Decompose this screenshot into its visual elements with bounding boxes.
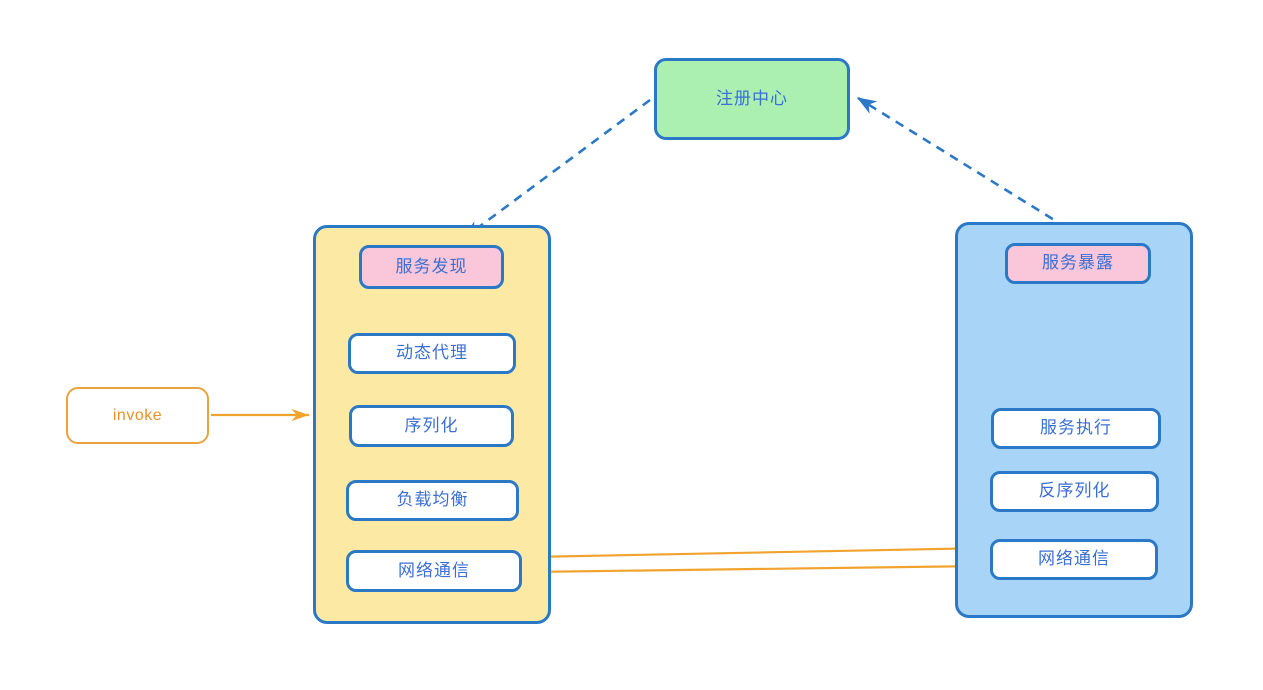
provider-item-label: 反序列化 <box>1038 481 1111 501</box>
provider-item-label: 网络通信 <box>1038 549 1110 569</box>
consumer-item-service-discovery[interactable]: 服务发现 <box>359 245 504 289</box>
connector-registry-to-consumer <box>462 98 651 240</box>
connector-request-to-provider <box>527 560 985 574</box>
provider-item-label: 服务执行 <box>1040 418 1112 438</box>
consumer-item-label: 动态代理 <box>396 343 468 363</box>
consumer-item-load-balancing[interactable]: 负载均衡 <box>346 480 519 521</box>
provider-item-deserialization[interactable]: 反序列化 <box>990 471 1159 512</box>
consumer-item-dynamic-proxy[interactable]: 动态代理 <box>348 333 516 374</box>
registry-center-label: 注册中心 <box>716 88 788 108</box>
provider-item-label: 服务暴露 <box>1042 253 1114 273</box>
invoke-entry-node[interactable]: invoke <box>66 387 209 444</box>
consumer-item-label: 网络通信 <box>398 560 470 580</box>
registry-center-node[interactable]: 注册中心 <box>654 58 850 140</box>
consumer-item-label: 服务发现 <box>395 256 468 276</box>
connector-provider-to-registry <box>856 96 1081 238</box>
consumer-item-serialization[interactable]: 序列化 <box>349 405 514 447</box>
invoke-entry-label: invoke <box>112 406 163 424</box>
connector-response-to-consumer <box>529 546 989 563</box>
provider-item-service-execution[interactable]: 服务执行 <box>991 408 1161 449</box>
provider-item-service-exposure[interactable]: 服务暴露 <box>1005 243 1151 284</box>
consumer-item-label: 序列化 <box>404 415 459 435</box>
consumer-item-label: 负载均衡 <box>396 490 469 510</box>
consumer-item-network-communication[interactable]: 网络通信 <box>346 550 522 592</box>
provider-item-network-communication[interactable]: 网络通信 <box>990 539 1158 580</box>
